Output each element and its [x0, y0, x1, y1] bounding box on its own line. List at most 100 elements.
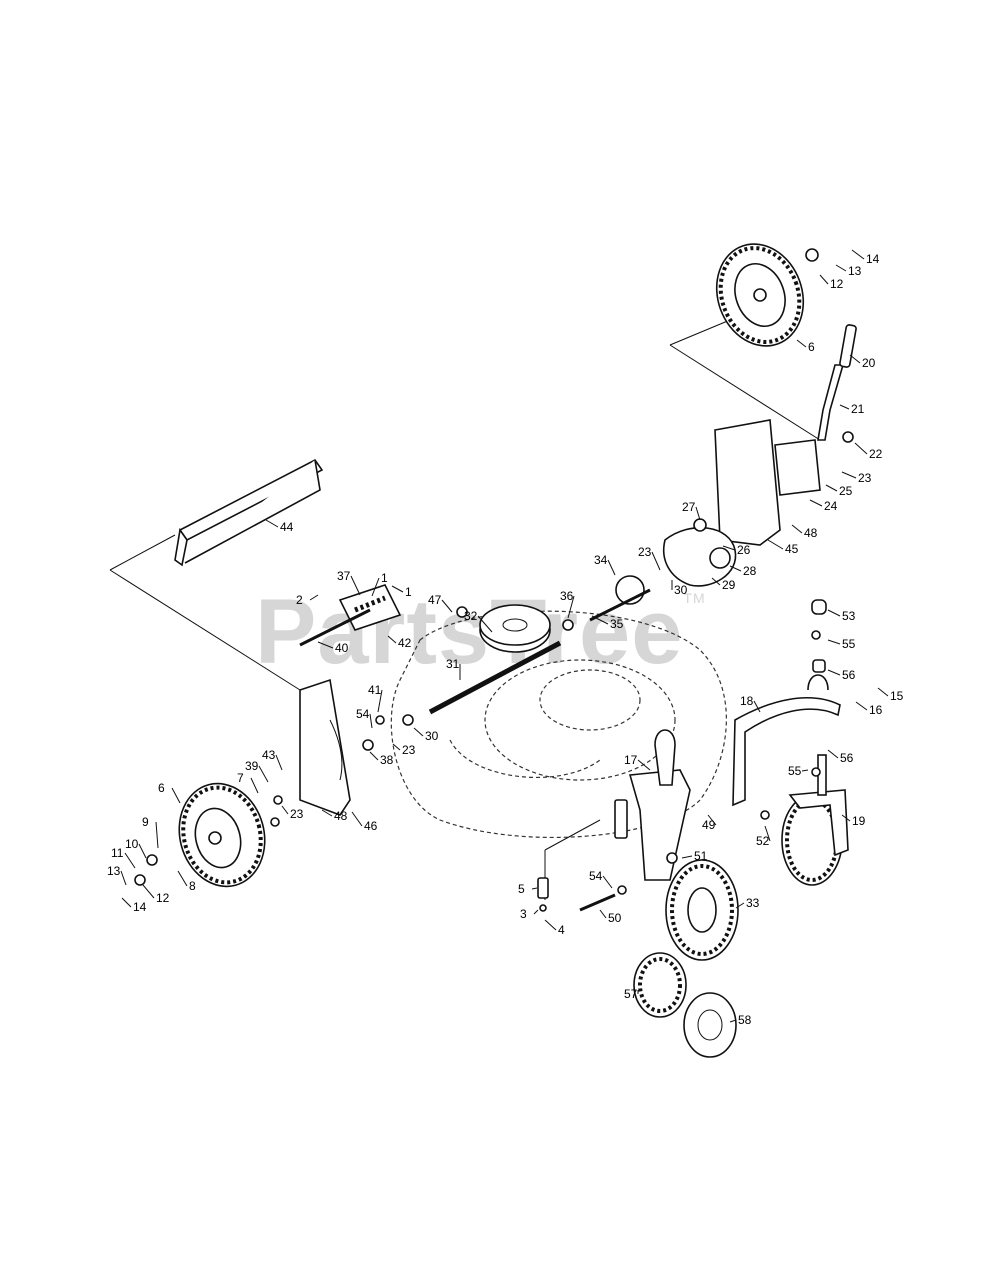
callout-34[interactable]: 34	[594, 553, 608, 567]
callout-48[interactable]: 48	[804, 526, 818, 540]
callout-23[interactable]: 23	[638, 545, 652, 559]
callout-55[interactable]: 55	[788, 764, 802, 778]
callout-54[interactable]: 54	[356, 707, 370, 721]
callout-21[interactable]: 21	[851, 402, 865, 416]
callout-30[interactable]: 30	[674, 583, 688, 597]
callout-25[interactable]: 25	[839, 484, 853, 498]
callout-23[interactable]: 23	[402, 743, 416, 757]
callout-2[interactable]: 2	[296, 593, 303, 607]
callout-42[interactable]: 42	[398, 636, 412, 650]
callout-leader-48	[791, 524, 803, 534]
callout-leader-22	[854, 442, 868, 455]
callout-14[interactable]: 14	[866, 252, 880, 266]
callout-49[interactable]: 49	[702, 818, 716, 832]
hardware	[134, 248, 854, 912]
callout-7[interactable]: 7	[237, 771, 244, 785]
callout-leader-19	[841, 814, 851, 822]
callout-39[interactable]: 39	[245, 759, 259, 773]
callout-28[interactable]: 28	[743, 564, 757, 578]
callout-leader-13	[120, 870, 127, 886]
callout-57[interactable]: 57	[624, 987, 638, 1001]
callout-46[interactable]: 46	[364, 819, 378, 833]
callout-leader-20	[849, 354, 861, 364]
callout-22[interactable]: 22	[869, 447, 883, 461]
callout-leader-44	[265, 519, 279, 528]
callout-9[interactable]: 9	[142, 815, 149, 829]
callout-10[interactable]: 10	[125, 837, 139, 851]
callout-6[interactable]: 6	[808, 340, 815, 354]
callout-12[interactable]: 12	[830, 277, 844, 291]
callout-31[interactable]: 31	[446, 657, 460, 671]
callout-52[interactable]: 52	[756, 834, 770, 848]
callout-32[interactable]: 32	[464, 609, 478, 623]
callout-50[interactable]: 50	[608, 911, 622, 925]
callout-16[interactable]: 16	[869, 703, 883, 717]
callout-24[interactable]: 24	[824, 499, 838, 513]
callout-45[interactable]: 45	[785, 542, 799, 556]
callout-38[interactable]: 38	[380, 753, 394, 767]
callout-leader-55	[827, 639, 841, 645]
callout-labels: 1123456678910111212131314141516171819202…	[107, 249, 904, 1027]
callout-leader-56	[827, 749, 839, 759]
callout-19[interactable]: 19	[852, 814, 866, 828]
callout-leader-2	[309, 594, 319, 601]
callout-4[interactable]: 4	[558, 923, 565, 937]
callout-13[interactable]: 13	[848, 264, 862, 278]
front-bracket-arm	[732, 599, 841, 807]
callout-40[interactable]: 40	[335, 641, 349, 655]
callout-47[interactable]: 47	[428, 593, 442, 607]
callout-58[interactable]: 58	[738, 1013, 752, 1027]
callout-37[interactable]: 37	[337, 569, 351, 583]
callout-48[interactable]: 48	[334, 809, 348, 823]
callout-leader-21	[839, 404, 850, 410]
callout-53[interactable]: 53	[842, 609, 856, 623]
callout-36[interactable]: 36	[560, 589, 574, 603]
callout-leader-12	[819, 274, 829, 285]
callout-43[interactable]: 43	[262, 748, 276, 762]
callout-leader-35	[591, 615, 609, 625]
callout-1[interactable]: 1	[381, 571, 388, 585]
callout-44[interactable]: 44	[280, 520, 294, 534]
callout-26[interactable]: 26	[737, 543, 751, 557]
callout-13[interactable]: 13	[107, 864, 121, 878]
height-adjust-lever	[817, 324, 857, 441]
callout-leader-52	[764, 825, 771, 842]
callout-41[interactable]: 41	[368, 683, 382, 697]
callout-23[interactable]: 23	[858, 471, 872, 485]
callout-27[interactable]: 27	[682, 500, 696, 514]
callout-11[interactable]: 11	[111, 846, 124, 860]
callout-17[interactable]: 17	[624, 753, 638, 767]
callout-8[interactable]: 8	[189, 879, 196, 893]
callout-leader-53	[827, 609, 841, 617]
callout-18[interactable]: 18	[740, 694, 754, 708]
callout-54[interactable]: 54	[589, 869, 603, 883]
callout-3[interactable]: 3	[520, 907, 527, 921]
callout-15[interactable]: 15	[890, 689, 904, 703]
callout-56[interactable]: 56	[840, 751, 854, 765]
left-height-bracket	[299, 678, 351, 816]
callout-23[interactable]: 23	[290, 807, 304, 821]
callout-5[interactable]: 5	[518, 882, 525, 896]
trademark-symbol: TM	[683, 590, 706, 606]
callout-29[interactable]: 29	[722, 578, 736, 592]
gear-and-sprocket	[589, 526, 737, 622]
callout-56[interactable]: 56	[842, 668, 856, 682]
callout-12[interactable]: 12	[156, 891, 170, 905]
callout-leader-13	[835, 264, 847, 272]
callout-6[interactable]: 6	[158, 781, 165, 795]
callout-20[interactable]: 20	[862, 356, 876, 370]
callout-1[interactable]: 1	[405, 585, 412, 599]
callout-30[interactable]: 30	[425, 729, 439, 743]
callout-leader-32	[477, 615, 493, 633]
callout-leader-18	[753, 700, 761, 713]
callout-14[interactable]: 14	[133, 900, 147, 914]
callout-leader-49	[707, 814, 717, 826]
callout-leader-56	[827, 669, 841, 676]
callout-35[interactable]: 35	[610, 617, 624, 631]
callout-leader-51	[681, 855, 693, 859]
callout-51[interactable]: 51	[694, 849, 708, 863]
callout-leader-34	[607, 559, 616, 576]
callout-33[interactable]: 33	[746, 896, 760, 910]
callout-55[interactable]: 55	[842, 637, 856, 651]
callout-leader-42	[387, 635, 397, 644]
